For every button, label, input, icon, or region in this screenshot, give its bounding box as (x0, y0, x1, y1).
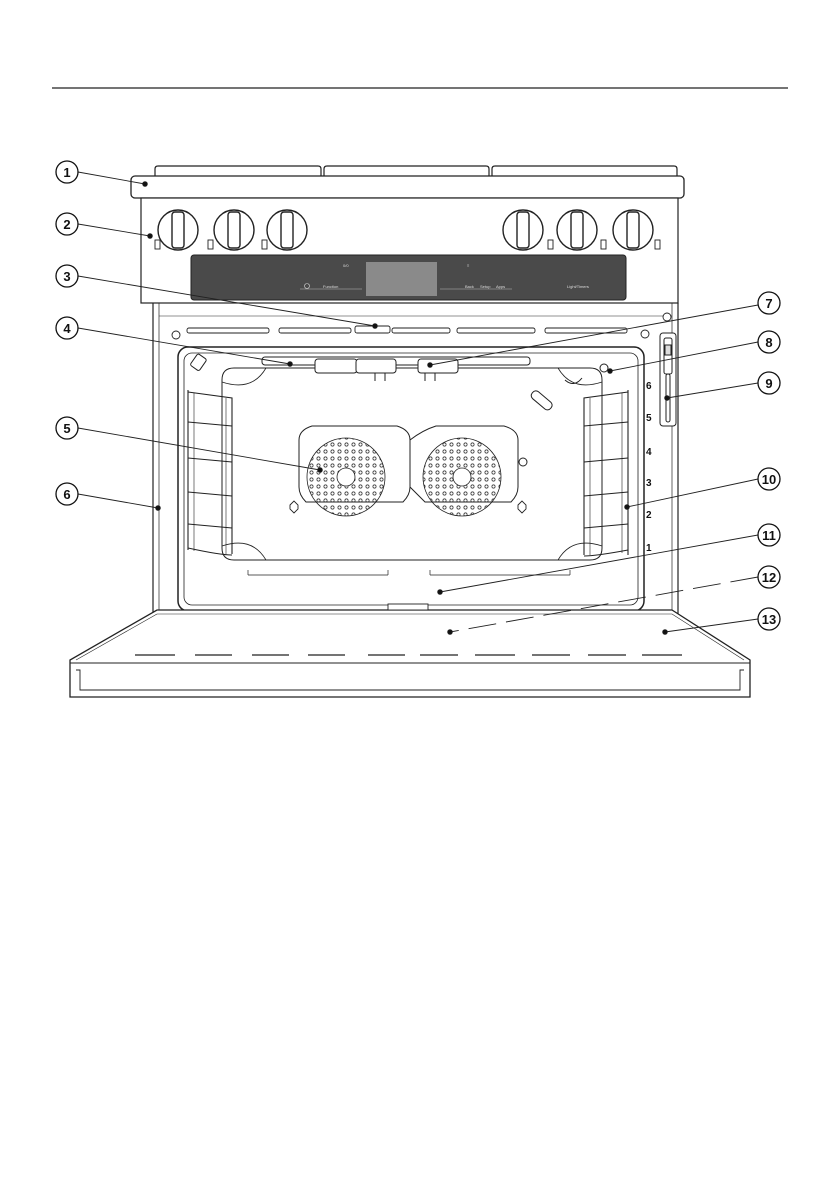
shelf-levels: 1 2 3 4 5 6 (646, 381, 652, 554)
svg-text:4: 4 (63, 321, 71, 336)
callout-badge: 7 (758, 292, 780, 314)
callout-badge: 3 (56, 265, 78, 287)
callout-badge: 8 (758, 331, 780, 353)
svg-text:1: 1 (63, 165, 70, 180)
temperature-probe-socket (600, 364, 608, 372)
panel-text[interactable]: Apps (496, 284, 505, 289)
callout-badge: 1 (56, 161, 78, 183)
shelf-level-label: 2 (646, 510, 652, 521)
callout-badge: 5 (56, 417, 78, 439)
svg-text:3: 3 (63, 269, 70, 284)
callout-badge: 10 (758, 468, 780, 490)
svg-text:6: 6 (63, 487, 70, 502)
door-catch (388, 604, 428, 610)
callout-badge: 11 (758, 524, 780, 546)
shelf-level-label: 1 (646, 543, 652, 554)
svg-text:8: 8 (765, 335, 772, 350)
svg-text:12: 12 (762, 570, 776, 585)
callout-badge: 13 (758, 608, 780, 630)
callout-badge: 12 (758, 566, 780, 588)
callout-badge: 4 (56, 317, 78, 339)
panel-text[interactable]: Back (465, 284, 474, 289)
svg-text:9: 9 (765, 376, 772, 391)
svg-text:11: 11 (762, 528, 776, 543)
oven-door (70, 604, 750, 697)
callout-badge: 9 (758, 372, 780, 394)
panel-text[interactable]: Setup (480, 284, 491, 289)
panel-text[interactable]: Function (323, 284, 338, 289)
meat-probe (660, 333, 676, 426)
vent-slots (172, 313, 671, 339)
control-panel: 0/0 ≡ Function Back Setup Apps Light/Tim… (191, 255, 626, 300)
panel-text[interactable]: Light/Timers (567, 284, 589, 289)
svg-text:10: 10 (762, 472, 776, 487)
svg-text:7: 7 (765, 296, 772, 311)
cooktop (131, 176, 684, 198)
shelf-level-label: 5 (646, 413, 652, 424)
shelf-level-label: 4 (646, 447, 652, 458)
svg-text:2: 2 (63, 217, 70, 232)
shelf-level-label: 6 (646, 381, 652, 392)
svg-text:5: 5 (63, 421, 70, 436)
svg-text:13: 13 (762, 612, 776, 627)
panel-text: 0/0 (343, 263, 349, 268)
callout-badge: 2 (56, 213, 78, 235)
callout-badge: 6 (56, 483, 78, 505)
display-screen (366, 262, 437, 296)
shelf-level-label: 3 (646, 478, 652, 489)
